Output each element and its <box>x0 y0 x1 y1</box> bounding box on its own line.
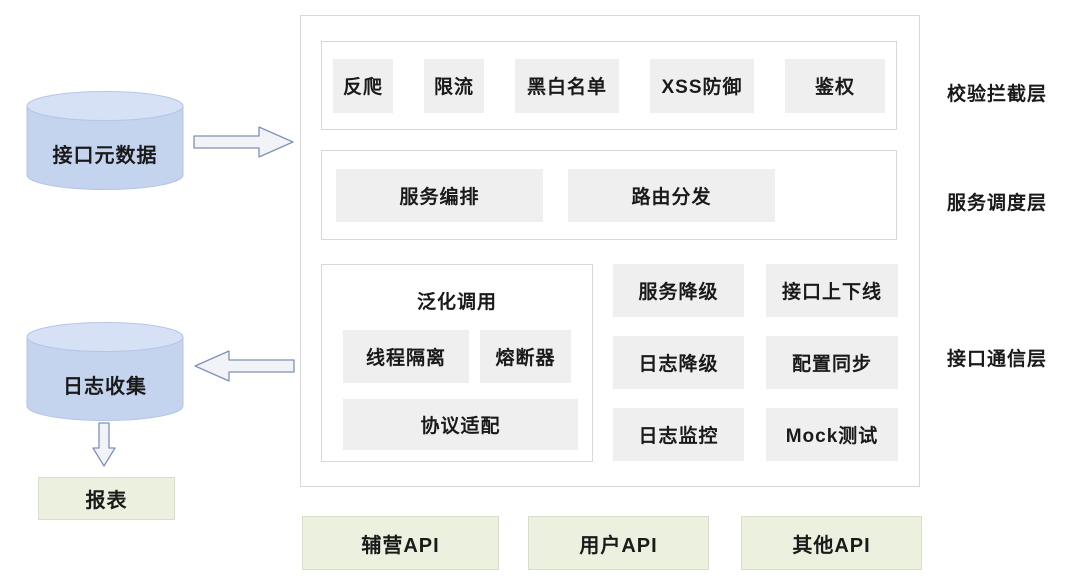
validation-item: 黑白名单 <box>515 58 619 113</box>
validation-item: 限流 <box>424 58 484 113</box>
metadata-db-cylinder: 接口元数据 <box>26 91 184 191</box>
layer-label-communication: 接口通信层 <box>947 349 1048 370</box>
report-label: 报表 <box>85 490 128 512</box>
validation-item: 鉴权 <box>785 58 885 113</box>
api-box: 辅营API <box>302 516 499 570</box>
report-box: 报表 <box>38 477 175 520</box>
generic-call-box: 泛化调用 线程隔离 熔断器 协议适配 <box>321 264 593 462</box>
comm-grid-item: 接口上下线 <box>766 264 898 317</box>
generic-call-title: 泛化调用 <box>416 292 497 313</box>
comm-grid-item: Mock测试 <box>766 408 898 461</box>
comm-grid-item: 服务降级 <box>613 264 744 317</box>
api-box: 其他API <box>741 516 922 570</box>
arrow-left-icon <box>193 349 295 388</box>
arrow-right-icon <box>193 125 295 164</box>
database-cylinder-icon <box>26 322 184 421</box>
scheduling-item: 服务编排 <box>336 168 543 222</box>
arrow-down-icon <box>92 422 116 473</box>
log-db-cylinder: 日志收集 <box>26 322 184 422</box>
api-box-label: 其他API <box>792 534 871 557</box>
layer-label-scheduling: 服务调度层 <box>947 193 1048 214</box>
comm-grid-item: 日志降级 <box>613 336 744 389</box>
metadata-db-label: 接口元数据 <box>52 144 158 167</box>
generic-call-item: 熔断器 <box>479 330 571 383</box>
api-box-label: 用户API <box>579 534 658 557</box>
comm-grid-item: 配置同步 <box>766 336 898 389</box>
log-db-label: 日志收集 <box>63 375 147 398</box>
api-box: 用户API <box>528 516 709 570</box>
comm-grid-item: 日志监控 <box>613 408 744 461</box>
validation-layer-container: 反爬 限流 黑白名单 XSS防御 鉴权 <box>321 41 897 130</box>
scheduling-layer-container: 服务编排 路由分发 <box>321 150 897 240</box>
api-box-label: 辅营API <box>361 534 440 557</box>
validation-item: 反爬 <box>333 58 393 113</box>
database-cylinder-icon <box>26 91 184 190</box>
generic-call-item: 线程隔离 <box>343 330 469 383</box>
communication-grid: 服务降级 接口上下线 日志降级 配置同步 日志监控 Mock测试 <box>613 264 898 461</box>
generic-call-item: 协议适配 <box>343 399 578 450</box>
scheduling-item: 路由分发 <box>568 168 775 222</box>
validation-item: XSS防御 <box>650 58 754 113</box>
layer-label-validation: 校验拦截层 <box>947 84 1048 105</box>
